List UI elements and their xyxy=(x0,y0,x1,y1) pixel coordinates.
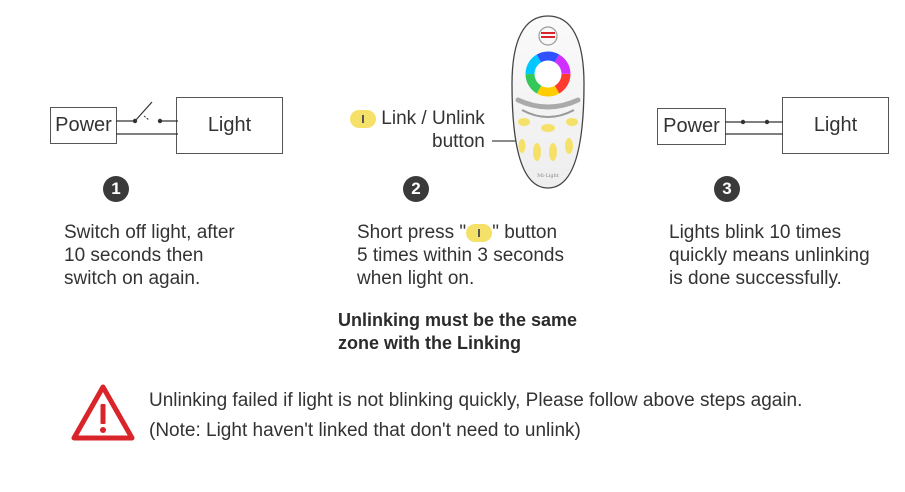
power-label: Power xyxy=(55,114,112,136)
switch-wiring xyxy=(116,101,178,135)
light-label: Light xyxy=(207,114,252,136)
desc-line: Switch off light, after xyxy=(64,222,235,243)
desc-line: quickly means unlinking xyxy=(669,245,870,266)
power-label: Power xyxy=(663,115,720,137)
desc-line: when light on. xyxy=(357,268,475,289)
desc-line: is done successfully. xyxy=(669,268,842,289)
power-box-step1: Power xyxy=(50,107,117,144)
warning-line-1: Unlinking failed if light is not blinkin… xyxy=(149,390,803,411)
closed-wiring xyxy=(725,119,783,135)
desc-line: switch on again. xyxy=(64,268,201,289)
warning-icon xyxy=(71,384,135,441)
warning-text: Unlinking failed if light is not blinkin… xyxy=(149,386,802,446)
light-box-step1: Light xyxy=(176,97,283,154)
zone-note: Unlinking must be the same zone with the… xyxy=(338,310,578,353)
remote-control: Mi·Light xyxy=(511,15,585,189)
link-button-icon xyxy=(350,109,376,128)
step-badge-1: 1 xyxy=(103,176,129,202)
warning-line-2: (Note: Light haven't linked that don't n… xyxy=(149,420,581,441)
desc-part: " button xyxy=(492,222,558,243)
desc-line: 5 times within 3 seconds xyxy=(357,245,564,266)
pointer-line xyxy=(492,140,518,142)
step-badge-3: 3 xyxy=(714,176,740,202)
remote-brand: Mi·Light xyxy=(537,173,559,179)
button-label: button xyxy=(432,131,485,152)
link-button-icon xyxy=(466,223,493,242)
step1-description: Switch off light, after 10 seconds then … xyxy=(64,221,235,290)
step-badge-2: 2 xyxy=(403,176,429,202)
step3-description: Lights blink 10 times quickly means unli… xyxy=(669,221,870,290)
desc-line: 10 seconds then xyxy=(64,245,204,266)
light-box-step3: Light xyxy=(782,97,889,154)
desc-part: Short press " xyxy=(357,222,467,243)
desc-line: Lights blink 10 times xyxy=(669,222,842,243)
power-box-step3: Power xyxy=(657,108,726,145)
step2-description: Short press " " button 5 times within 3 s… xyxy=(357,221,564,290)
light-label: Light xyxy=(813,114,858,136)
link-unlink-label: Link / Unlink xyxy=(350,107,485,130)
